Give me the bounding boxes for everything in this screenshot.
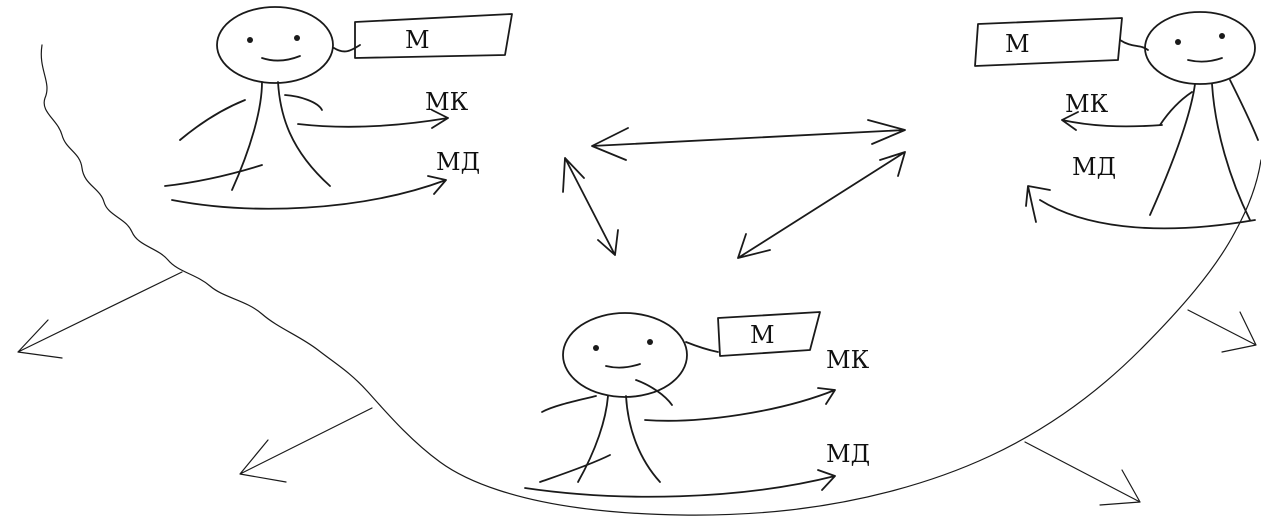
outward-arrow-2 xyxy=(239,407,373,483)
arrow-mk-left xyxy=(297,109,449,129)
arrow-mk-bottom xyxy=(644,387,836,422)
speech-connector-right xyxy=(1119,39,1149,51)
arrow-mk-right xyxy=(1061,111,1163,131)
outline-curve xyxy=(40,44,1261,516)
double-arrow-left xyxy=(562,157,619,256)
label-md-bottom: МД xyxy=(826,440,870,468)
label-md-left: МД xyxy=(436,148,480,176)
label-mk-bottom: МК xyxy=(826,346,870,374)
speech-connector-left xyxy=(333,44,361,53)
outward-arrow-1 xyxy=(17,271,183,359)
box-label-bottom: М xyxy=(750,321,775,349)
arrow-md-bottom xyxy=(524,469,836,498)
outward-arrow-3 xyxy=(1024,441,1141,506)
speech-box-bottom xyxy=(717,311,821,357)
arrow-md-left xyxy=(171,175,447,210)
label-mk-right: МК xyxy=(1065,90,1109,118)
outward-arrow-4 xyxy=(1187,309,1257,353)
double-arrow-top xyxy=(591,119,906,161)
label-mk-left: МК xyxy=(425,88,469,116)
box-label-left: М xyxy=(405,26,430,54)
box-label-right: М xyxy=(1005,30,1030,58)
label-md-right: МД xyxy=(1072,153,1116,181)
stick-figure-left xyxy=(164,6,334,191)
arrow-md-right xyxy=(1025,185,1051,223)
speech-box-right xyxy=(974,17,1123,67)
stick-figure-right xyxy=(1039,11,1259,230)
speech-connector-bottom xyxy=(685,341,719,353)
stick-figure-bottom xyxy=(539,312,688,483)
speech-box-left xyxy=(354,13,513,59)
double-arrow-right xyxy=(737,151,906,259)
